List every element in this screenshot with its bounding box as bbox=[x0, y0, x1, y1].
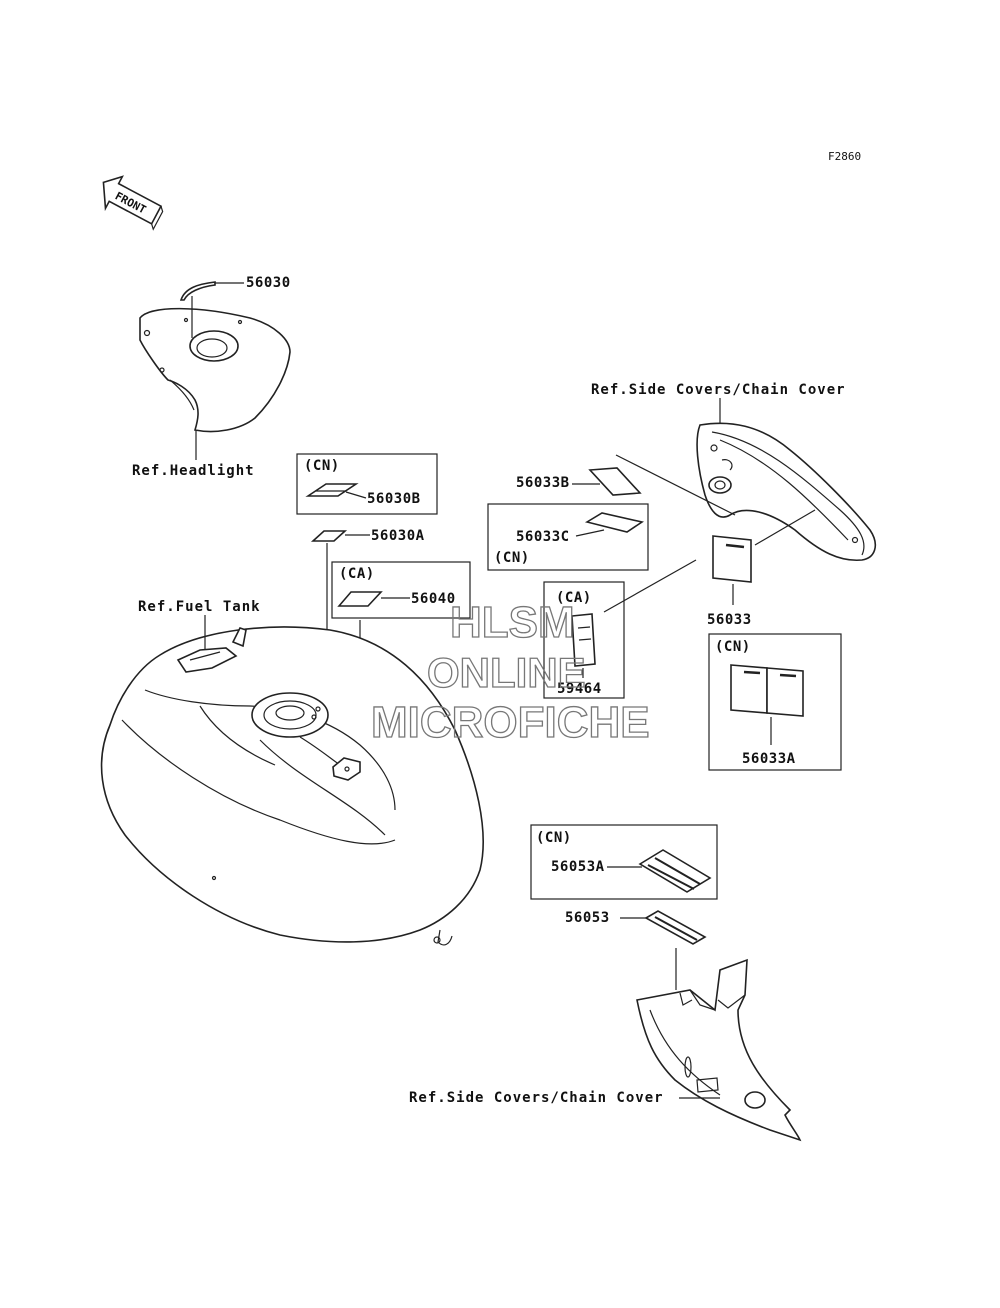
ref-headlight: Ref.Headlight bbox=[132, 463, 255, 479]
emblem-strip-56030 bbox=[179, 281, 216, 301]
part-label-59464: 59464 bbox=[557, 681, 602, 697]
region-tag-cn-56053A: (CN) bbox=[536, 830, 572, 846]
watermark-line2: ONLINE bbox=[427, 649, 586, 696]
decal-56033C bbox=[584, 512, 644, 533]
decal-56053A bbox=[638, 849, 712, 893]
part-label-56033B: 56033B bbox=[516, 475, 570, 491]
fuel-tank-illustration bbox=[100, 626, 484, 946]
ref-side-covers-top: Ref.Side Covers/Chain Cover bbox=[591, 382, 846, 398]
figure-code: F2860 bbox=[828, 150, 861, 163]
region-tag-ca-56040: (CA) bbox=[339, 566, 375, 582]
region-tag-cn-56030B: (CN) bbox=[304, 458, 340, 474]
headlight-cover-illustration bbox=[139, 307, 291, 433]
part-label-56040: 56040 bbox=[411, 591, 456, 607]
decal-56033A-right bbox=[766, 667, 804, 717]
ref-fuel-tank: Ref.Fuel Tank bbox=[138, 599, 261, 615]
watermark-line1: HLSM bbox=[450, 598, 575, 647]
part-label-56030: 56030 bbox=[246, 275, 291, 291]
part-label-56033: 56033 bbox=[707, 612, 752, 628]
part-label-56030B: 56030B bbox=[367, 491, 421, 507]
decal-56033 bbox=[712, 535, 752, 583]
decal-56030B bbox=[305, 483, 359, 497]
part-label-56033C: 56033C bbox=[516, 529, 570, 545]
decal-56033B bbox=[588, 467, 642, 496]
decal-56030A bbox=[310, 530, 348, 542]
side-cover-illustration bbox=[636, 958, 802, 1142]
watermark: HLSM ONLINE MICROFICHE bbox=[370, 597, 650, 747]
ref-side-covers-bottom: Ref.Side Covers/Chain Cover bbox=[409, 1090, 664, 1106]
region-tag-cn-56033C: (CN) bbox=[494, 550, 530, 566]
part-label-56053A: 56053A bbox=[551, 859, 605, 875]
part-label-56033A: 56033A bbox=[742, 751, 796, 767]
decal-56040 bbox=[337, 591, 383, 607]
region-tag-cn-56033A: (CN) bbox=[715, 639, 751, 655]
part-label-56053: 56053 bbox=[565, 910, 610, 926]
region-tag-ca-59464: (CA) bbox=[556, 590, 592, 606]
part-label-56030A: 56030A bbox=[371, 528, 425, 544]
watermark-line3: MICROFICHE bbox=[371, 698, 650, 747]
front-arrow-icon: FRONT bbox=[102, 175, 164, 231]
